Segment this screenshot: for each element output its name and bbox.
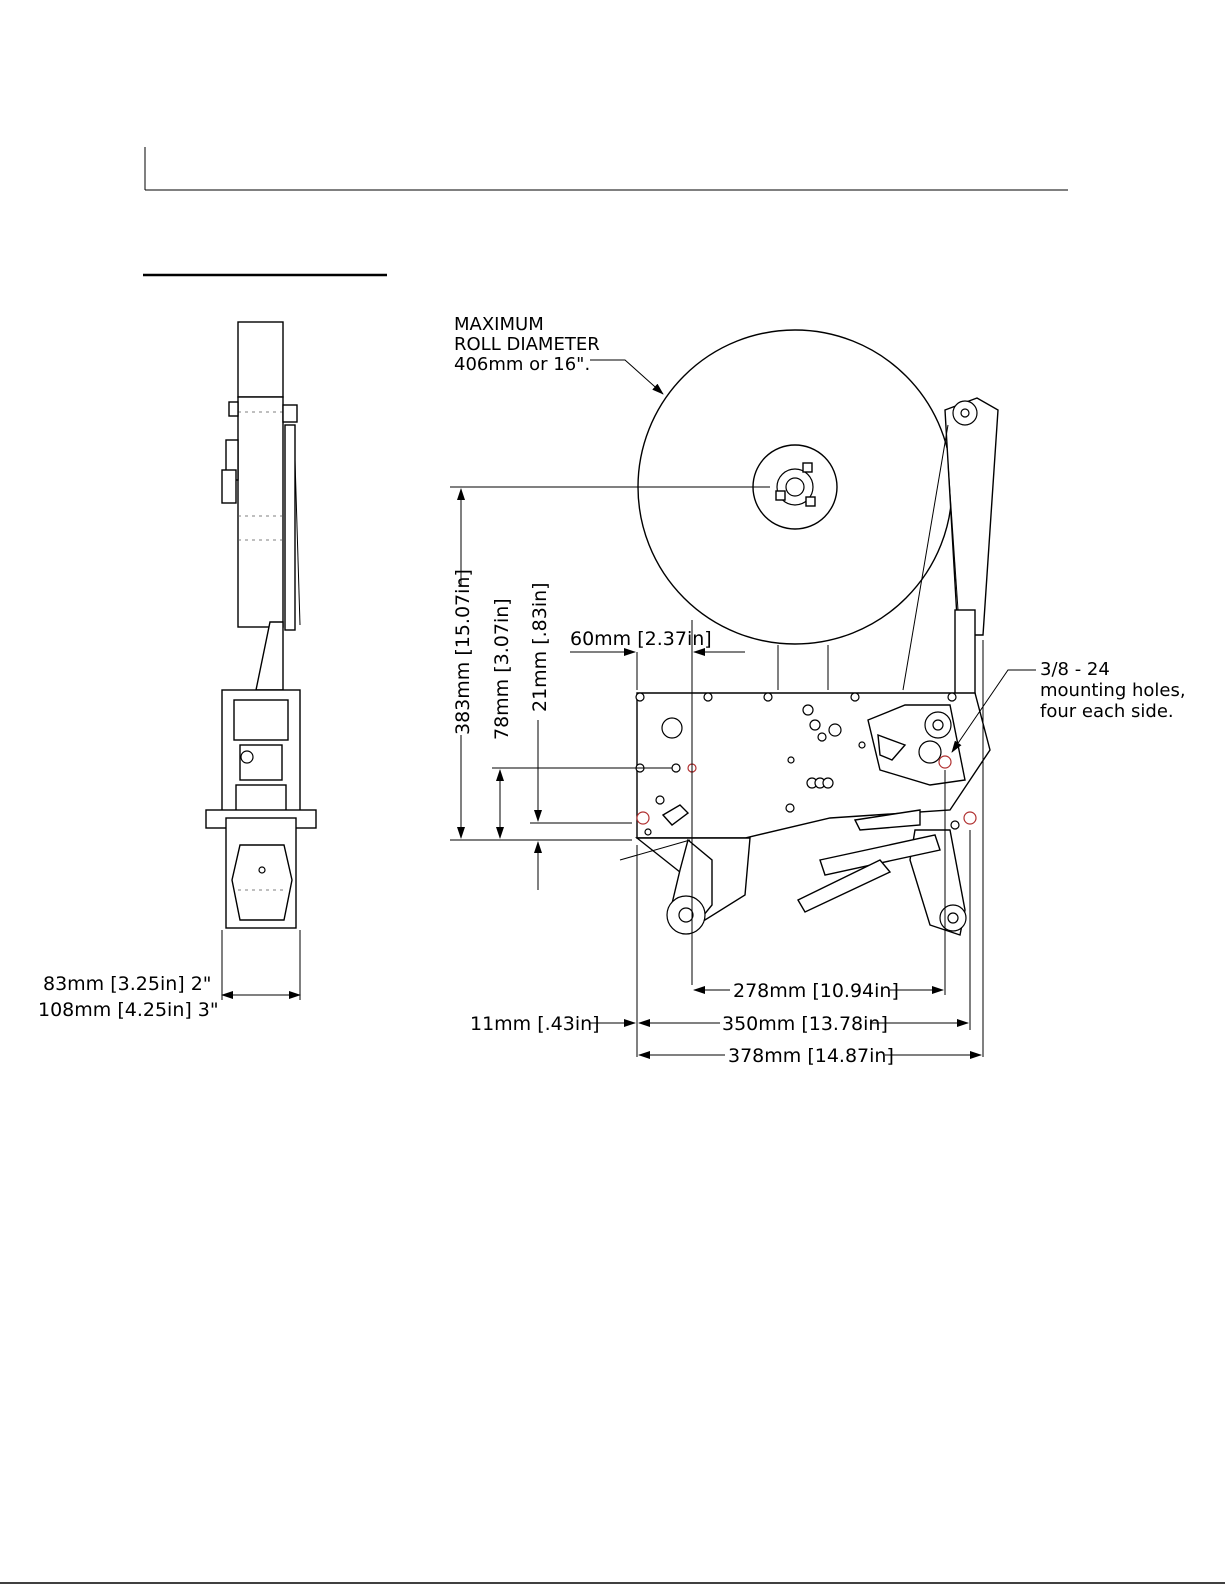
note-maximum: MAXIMUM (454, 314, 544, 335)
mounting-hole (637, 812, 649, 824)
dim-278mm: 278mm [10.94in] (733, 980, 899, 1002)
note-roll-diameter: ROLL DIAMETER (454, 334, 600, 355)
side-view (206, 322, 316, 928)
dim-378mm: 378mm [14.87in] (728, 1045, 894, 1067)
note-roll-size: 406mm or 16". (454, 354, 590, 375)
dim-83mm: 83mm [3.25in] 2" (43, 973, 212, 995)
dim-78mm: 78mm [3.07in] (491, 598, 513, 740)
dim-350mm: 350mm [13.78in] (722, 1013, 888, 1035)
note-hole-thread: 3/8 - 24 (1040, 659, 1110, 680)
note-four-each-side: four each side. (1040, 701, 1174, 722)
mounting-hole (939, 756, 951, 768)
side-width-dimension (222, 930, 300, 1000)
roll-leader (590, 360, 663, 394)
header-rule (145, 147, 1068, 190)
dim-11mm: 11mm [.43in] (470, 1013, 600, 1035)
dim-108mm: 108mm [4.25in] 3" (38, 999, 219, 1021)
dim-383mm: 383mm [15.07in] (452, 569, 474, 735)
mounting-hole (964, 812, 976, 824)
dim-21mm: 21mm [.83in] (529, 582, 551, 712)
note-mounting-holes: mounting holes, (1040, 680, 1186, 701)
dim-60mm: 60mm [2.37in] (570, 628, 712, 650)
